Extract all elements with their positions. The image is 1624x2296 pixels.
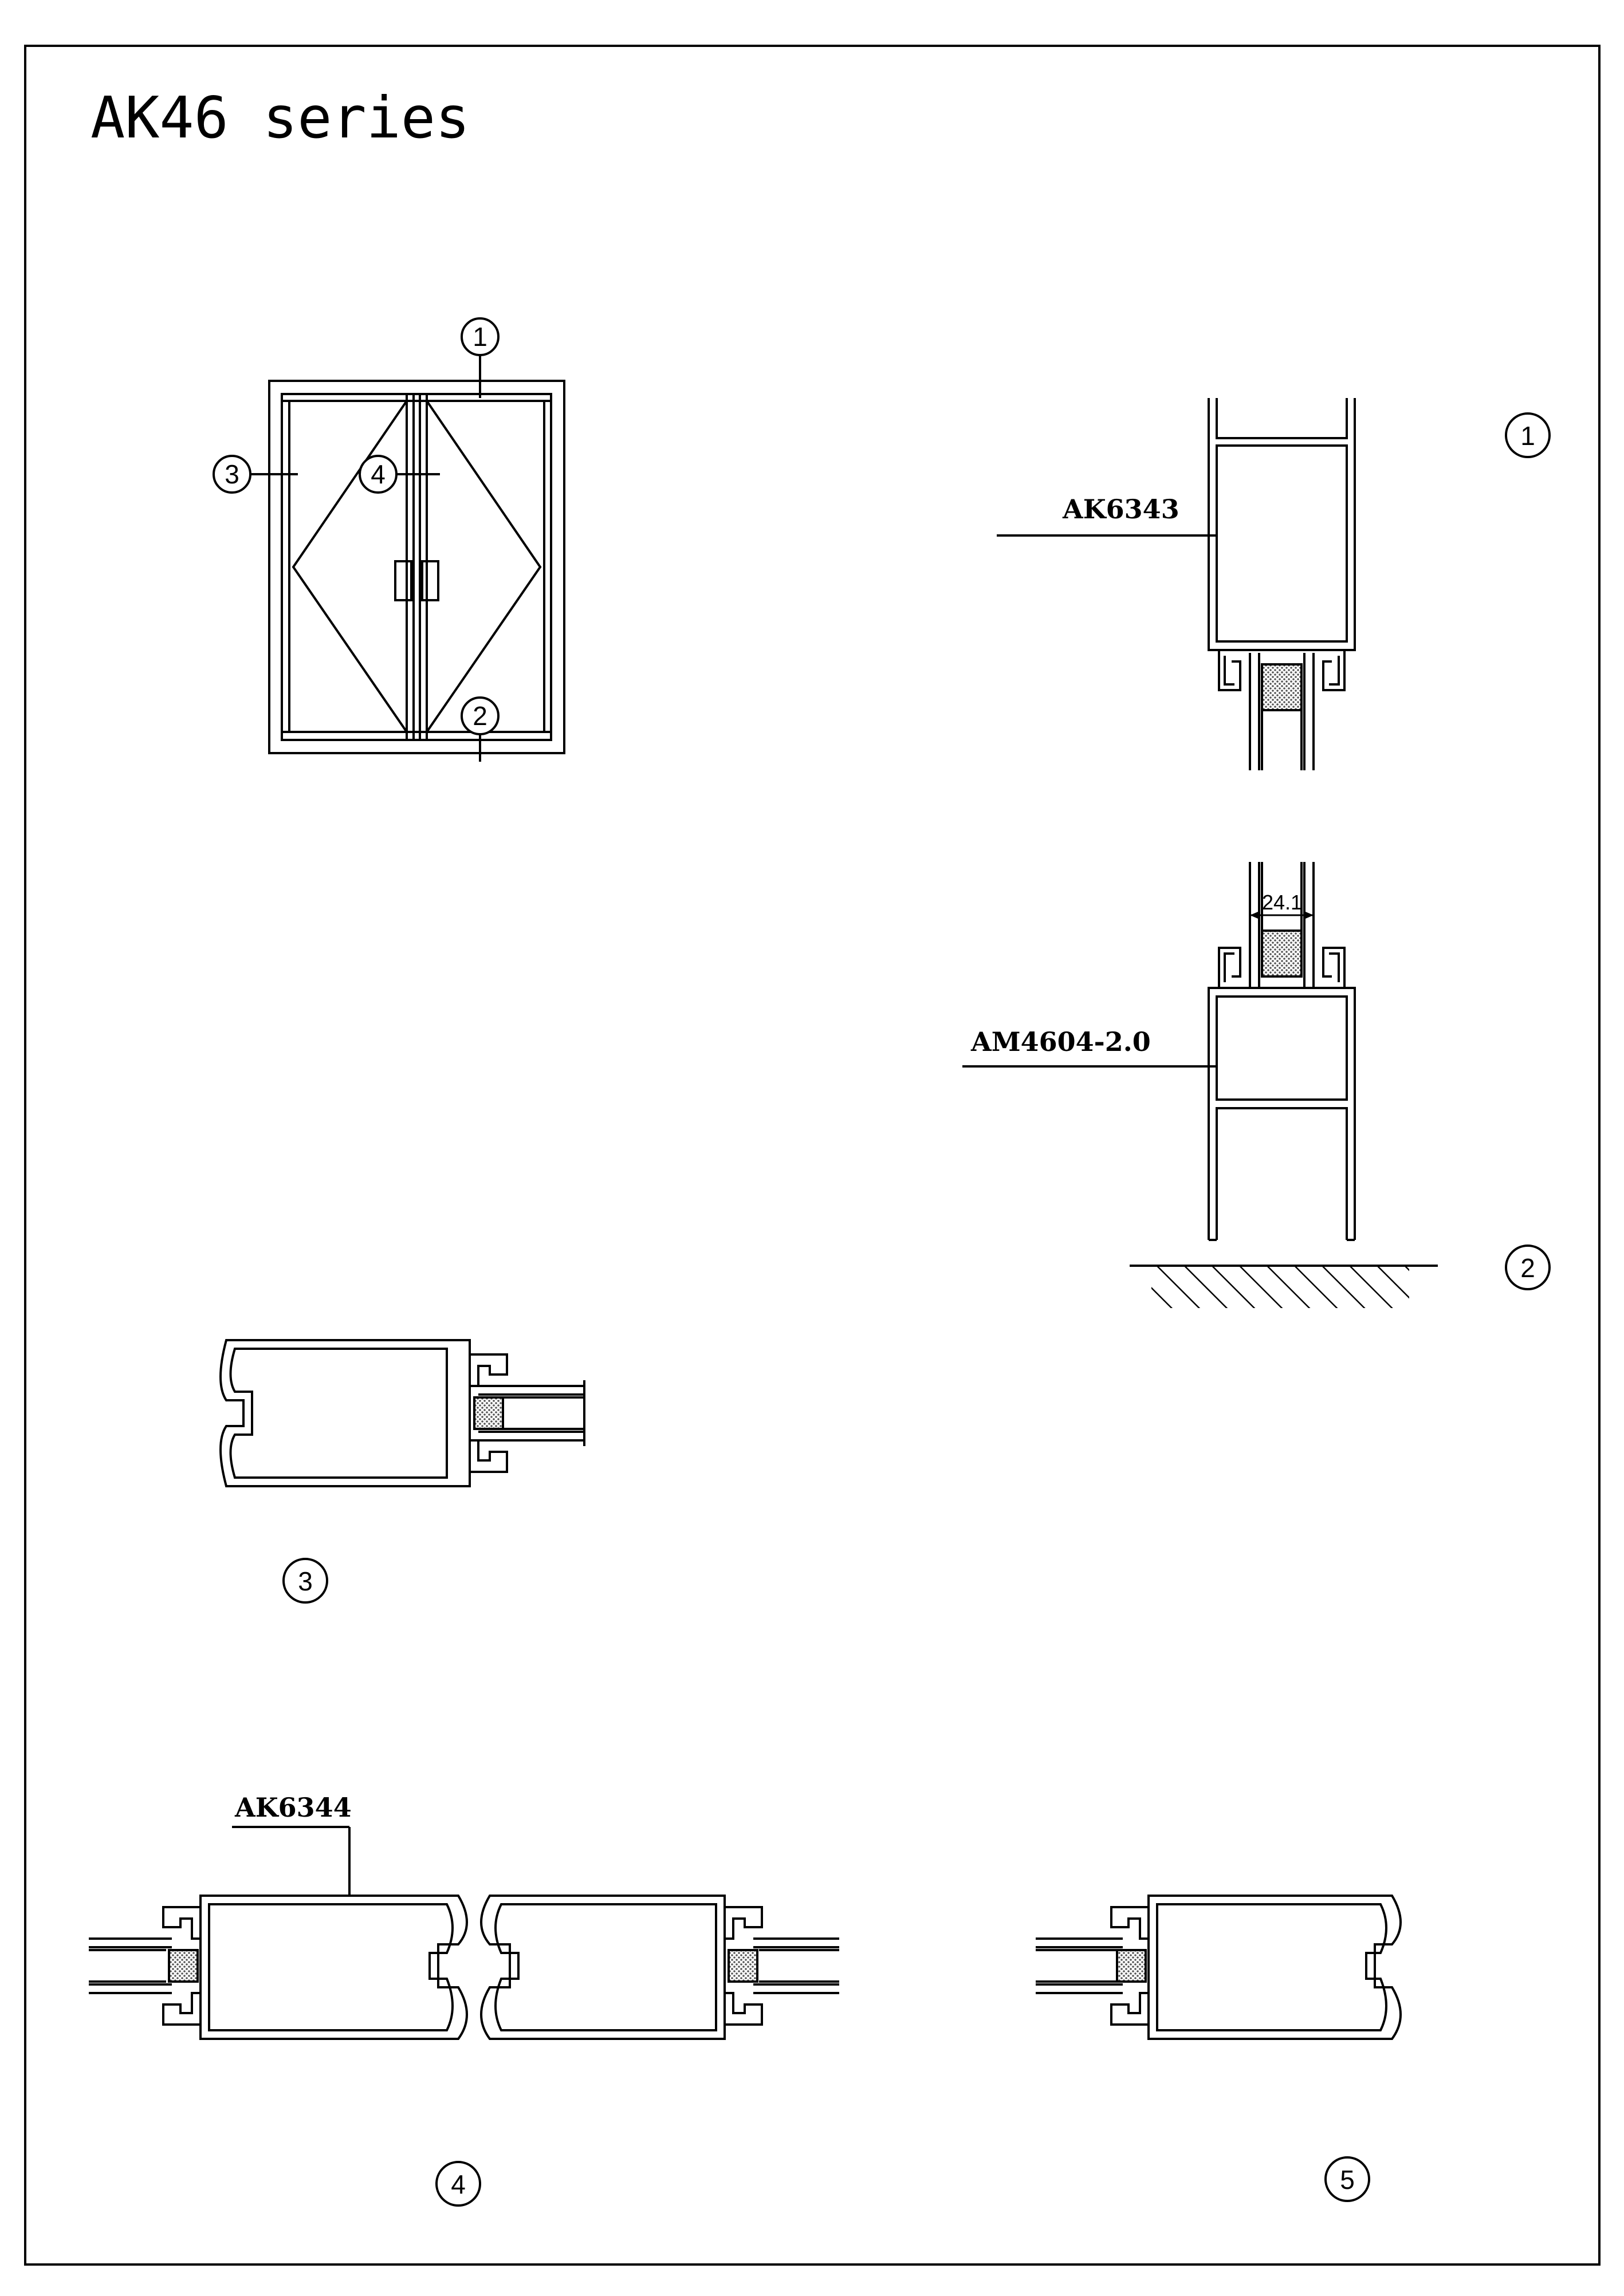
label-am4604-leader: AM4604-2.0 — [962, 1026, 1217, 1068]
svg-text:1: 1 — [473, 322, 487, 352]
callout-3-door: 3 — [213, 455, 298, 494]
sheet-border — [24, 45, 1601, 2266]
section-5-lock-stile — [1036, 1895, 1402, 2040]
section-4-meeting-stiles — [89, 1895, 839, 2040]
door-elevation — [268, 380, 565, 754]
svg-text:1: 1 — [1520, 421, 1535, 451]
section-2-bottom-profile — [1208, 862, 1356, 1241]
svg-text:24.1: 24.1 — [1262, 891, 1302, 914]
callout-2-door: 2 — [461, 696, 500, 762]
floor-line — [1130, 1265, 1438, 1308]
callout-3-section: 3 — [282, 1558, 328, 1604]
svg-text:4: 4 — [371, 459, 386, 489]
svg-text:AK6344: AK6344 — [234, 1792, 352, 1823]
svg-text:3: 3 — [298, 1566, 313, 1596]
callout-2-section: 2 — [1505, 1245, 1551, 1290]
callout-4-door: 4 — [359, 455, 440, 494]
svg-text:5: 5 — [1340, 2165, 1355, 2195]
svg-text:AM4604-2.0: AM4604-2.0 — [970, 1026, 1151, 1057]
callout-1-door: 1 — [461, 317, 500, 398]
callout-5-section: 5 — [1324, 2156, 1370, 2202]
svg-text:AK6343: AK6343 — [1062, 494, 1179, 525]
svg-text:4: 4 — [451, 2169, 466, 2199]
svg-text:2: 2 — [473, 701, 487, 731]
svg-text:2: 2 — [1520, 1253, 1535, 1283]
section-1-top-profile — [1208, 398, 1356, 770]
page-title: AK46 series — [91, 84, 470, 151]
section-3-side-stile — [219, 1339, 585, 1487]
label-ak6343-leader: AK6343 — [997, 494, 1217, 537]
label-ak6344-leader: AK6344 — [232, 1792, 352, 1896]
dimension-24-1: 24.1 — [1250, 891, 1314, 919]
svg-text:3: 3 — [225, 459, 239, 489]
callout-4-section: 4 — [435, 2161, 481, 2207]
callout-1-section: 1 — [1505, 412, 1551, 458]
